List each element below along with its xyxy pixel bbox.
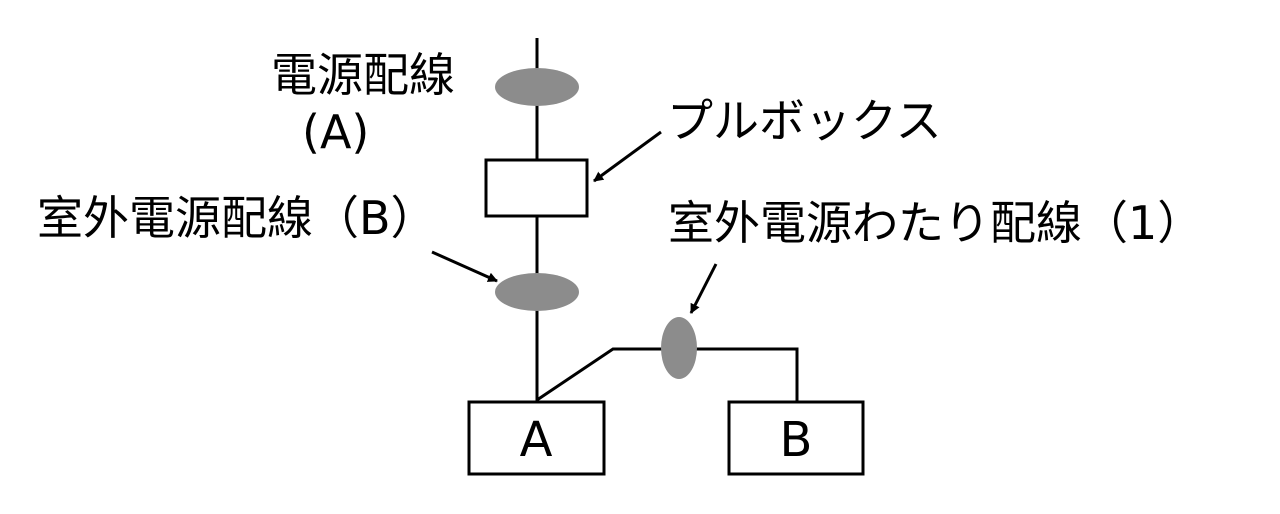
label-power-wiring: 電源配線 <box>271 48 455 102</box>
cable-marker-crossover-wiring-1 <box>661 317 697 379</box>
label-pull-box: プルボックス <box>667 94 942 148</box>
outdoor-unit-a-label: A <box>520 412 553 468</box>
cable-marker-power-wiring-a <box>495 68 579 106</box>
cable-marker-outdoor-power-wiring-b <box>495 273 579 311</box>
crossover-wire <box>536 347 799 402</box>
label-power-wiring-a: (A) <box>302 105 369 159</box>
pull-box <box>484 158 589 218</box>
crossover-wiring-1-arrow <box>689 263 718 314</box>
label-outdoor-crossover-wiring-1: 室外電源わたり配線（1） <box>668 196 1203 250</box>
outdoor-power-wiring-b-arrow <box>431 250 498 283</box>
outdoor-unit-b-label: B <box>780 412 813 468</box>
pull-box-arrow <box>593 130 662 183</box>
outdoor-unit-a-box <box>467 400 606 476</box>
label-outdoor-power-wiring-b: 室外電源配線（B） <box>37 191 437 245</box>
outdoor-unit-b-box <box>727 400 865 476</box>
